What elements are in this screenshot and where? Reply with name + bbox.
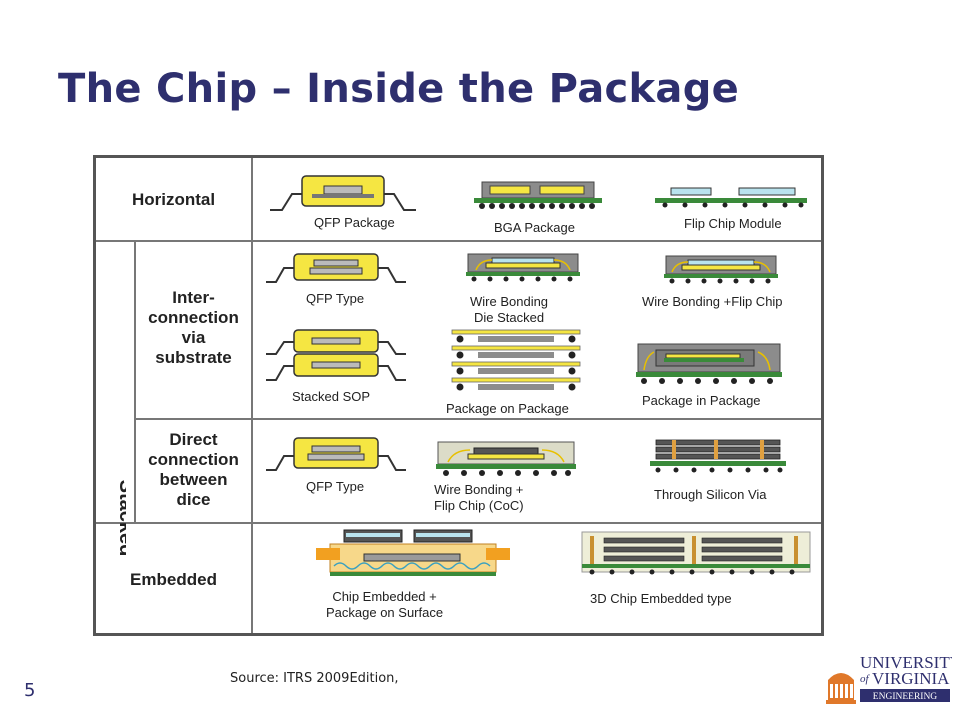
package-on-package-icon xyxy=(451,329,581,391)
logo-of: of xyxy=(860,673,871,685)
caption-line: Flip Chip (CoC) xyxy=(434,498,524,513)
source-note: Source: ITRS 2009Edition, xyxy=(230,671,399,686)
label-line: connection xyxy=(148,450,239,469)
grid-divider xyxy=(96,522,821,524)
through-silicon-via-icon xyxy=(650,439,786,473)
label-line: connection xyxy=(148,308,239,327)
caption-stacked-sop: Stacked SOP xyxy=(292,389,371,404)
row-label-horizontal: Horizontal xyxy=(131,190,216,209)
page-number: 5 xyxy=(24,680,36,701)
bga-package-icon xyxy=(474,181,602,209)
grid-divider xyxy=(251,158,253,633)
qfp-type-icon xyxy=(266,253,406,283)
logo-university: UNIVERSITY xyxy=(860,653,952,672)
caption-bga-package: BGA Package xyxy=(494,220,575,235)
flip-chip-module-icon xyxy=(655,187,807,208)
caption-qfp-type-2: QFP Type xyxy=(306,479,365,494)
caption-line: Package on Surface xyxy=(326,605,444,620)
caption-chip-embedded-surface: Chip Embedded + Package on Surface xyxy=(326,589,443,621)
label-line: dice xyxy=(176,490,211,509)
row-label-embedded: Embedded xyxy=(130,570,217,589)
grid-divider xyxy=(134,240,136,522)
chip-3d-embedded-icon xyxy=(581,531,811,575)
page-title: The Chip – Inside the Package xyxy=(58,66,740,112)
wire-bonding-coc-icon xyxy=(436,441,576,476)
caption-package-in-package: Package in Package xyxy=(642,393,761,408)
caption-wire-bonding-flip-chip: Wire Bonding +Flip Chip xyxy=(642,294,783,309)
caption-line: Wire Bonding + xyxy=(434,482,524,497)
label-line: Inter- xyxy=(172,288,215,307)
wire-bonding-flip-chip-icon xyxy=(664,255,778,284)
qfp-package-icon xyxy=(270,175,416,211)
caption-line: Die Stacked xyxy=(473,310,545,325)
label-line: substrate xyxy=(155,348,232,367)
logo-engineering: ENGINEERING xyxy=(873,692,938,702)
stacked-sop-icon xyxy=(266,329,406,381)
rotunda-icon xyxy=(826,673,856,704)
package-in-package-icon xyxy=(636,343,782,384)
chip-embedded-surface-icon xyxy=(316,529,510,576)
qfp-type-direct-icon xyxy=(266,437,406,471)
caption-through-silicon-via: Through Silicon Via xyxy=(654,487,767,502)
label-line: Direct xyxy=(169,430,218,449)
package-types-diagram: Horizontal Stacked Inter- connection via… xyxy=(93,155,824,636)
caption-package-on-package: Package on Package xyxy=(446,401,569,416)
row-label-interconnection: Inter- connection via substrate xyxy=(136,288,251,368)
caption-line: Wire Bonding xyxy=(470,294,549,309)
label-line: via xyxy=(181,328,206,347)
grid-divider xyxy=(96,240,821,242)
stacked-label: Stacked xyxy=(115,480,126,557)
label-line: between xyxy=(159,470,228,489)
row-label-direct: Direct connection between dice xyxy=(136,430,251,510)
caption-qfp-type-1: QFP Type xyxy=(306,291,365,306)
row-label-stacked: Stacked xyxy=(115,480,126,557)
uva-engineering-logo: UNIVERSITY of VIRGINIA ENGINEERING xyxy=(826,653,952,704)
caption-flip-chip-module: Flip Chip Module xyxy=(684,216,782,231)
grid-divider xyxy=(134,418,821,420)
caption-line: Chip Embedded + xyxy=(332,589,437,604)
caption-wire-bonding-die-stacked: Wire Bonding Die Stacked xyxy=(470,294,548,326)
wire-bonding-die-stacked-icon xyxy=(466,253,580,282)
caption-wire-bonding-coc: Wire Bonding + Flip Chip (CoC) xyxy=(434,482,524,514)
logo-virginia: VIRGINIA xyxy=(872,669,950,688)
caption-qfp-package: QFP Package xyxy=(314,215,395,230)
caption-chip-3d-embedded: 3D Chip Embedded type xyxy=(590,591,732,606)
